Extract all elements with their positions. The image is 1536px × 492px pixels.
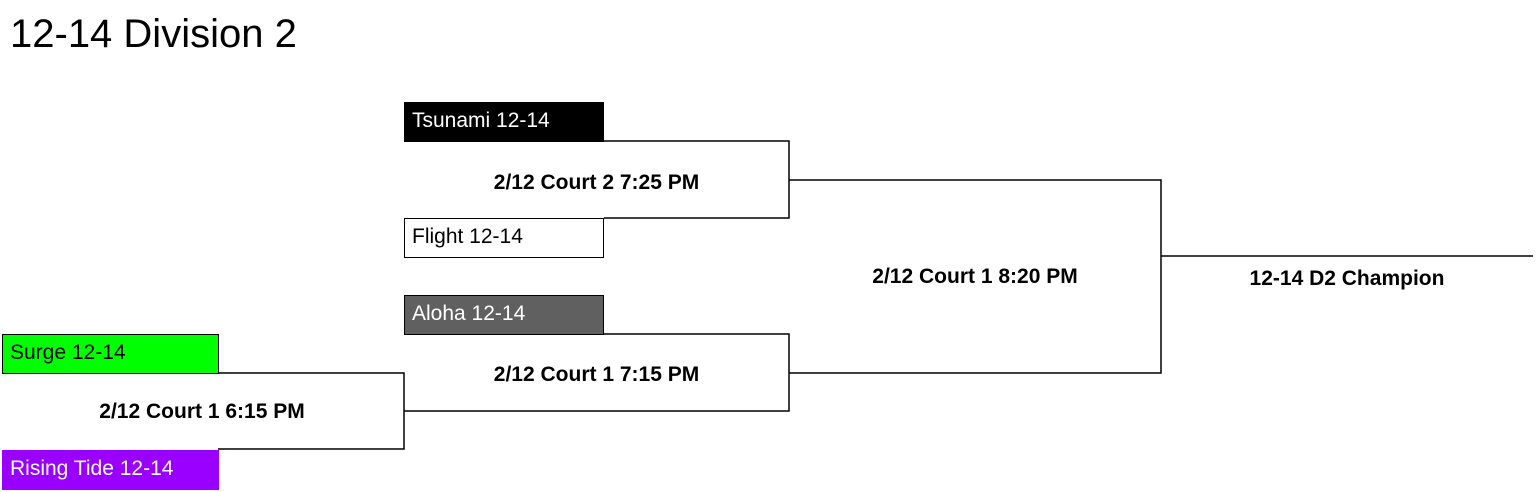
team-surge: Surge 12-14 bbox=[2, 334, 219, 374]
team-label: Surge 12-14 bbox=[10, 341, 126, 364]
team-tsunami: Tsunami 12-14 bbox=[404, 102, 604, 142]
team-aloha: Aloha 12-14 bbox=[404, 295, 604, 335]
team-label: Tsunami 12-14 bbox=[412, 109, 550, 132]
game-round1: 2/12 Court 1 6:15 PM bbox=[99, 400, 305, 423]
team-flight: Flight 12-14 bbox=[404, 218, 604, 258]
game-semi-bottom: 2/12 Court 1 7:15 PM bbox=[493, 363, 700, 386]
bracket-line-final bbox=[789, 179, 1162, 374]
team-label: Rising Tide 12-14 bbox=[10, 457, 174, 480]
champion-label: 12-14 D2 Champion bbox=[1249, 267, 1445, 290]
game-semi-top: 2/12 Court 2 7:25 PM bbox=[493, 171, 700, 194]
page-title: 12-14 Division 2 bbox=[10, 12, 297, 56]
bracket-line-round1 bbox=[218, 372, 405, 450]
game-final: 2/12 Court 1 8:20 PM bbox=[872, 265, 1078, 288]
team-label: Aloha 12-14 bbox=[412, 302, 526, 325]
team-label: Flight 12-14 bbox=[412, 225, 523, 248]
team-rising-tide: Rising Tide 12-14 bbox=[2, 450, 219, 490]
